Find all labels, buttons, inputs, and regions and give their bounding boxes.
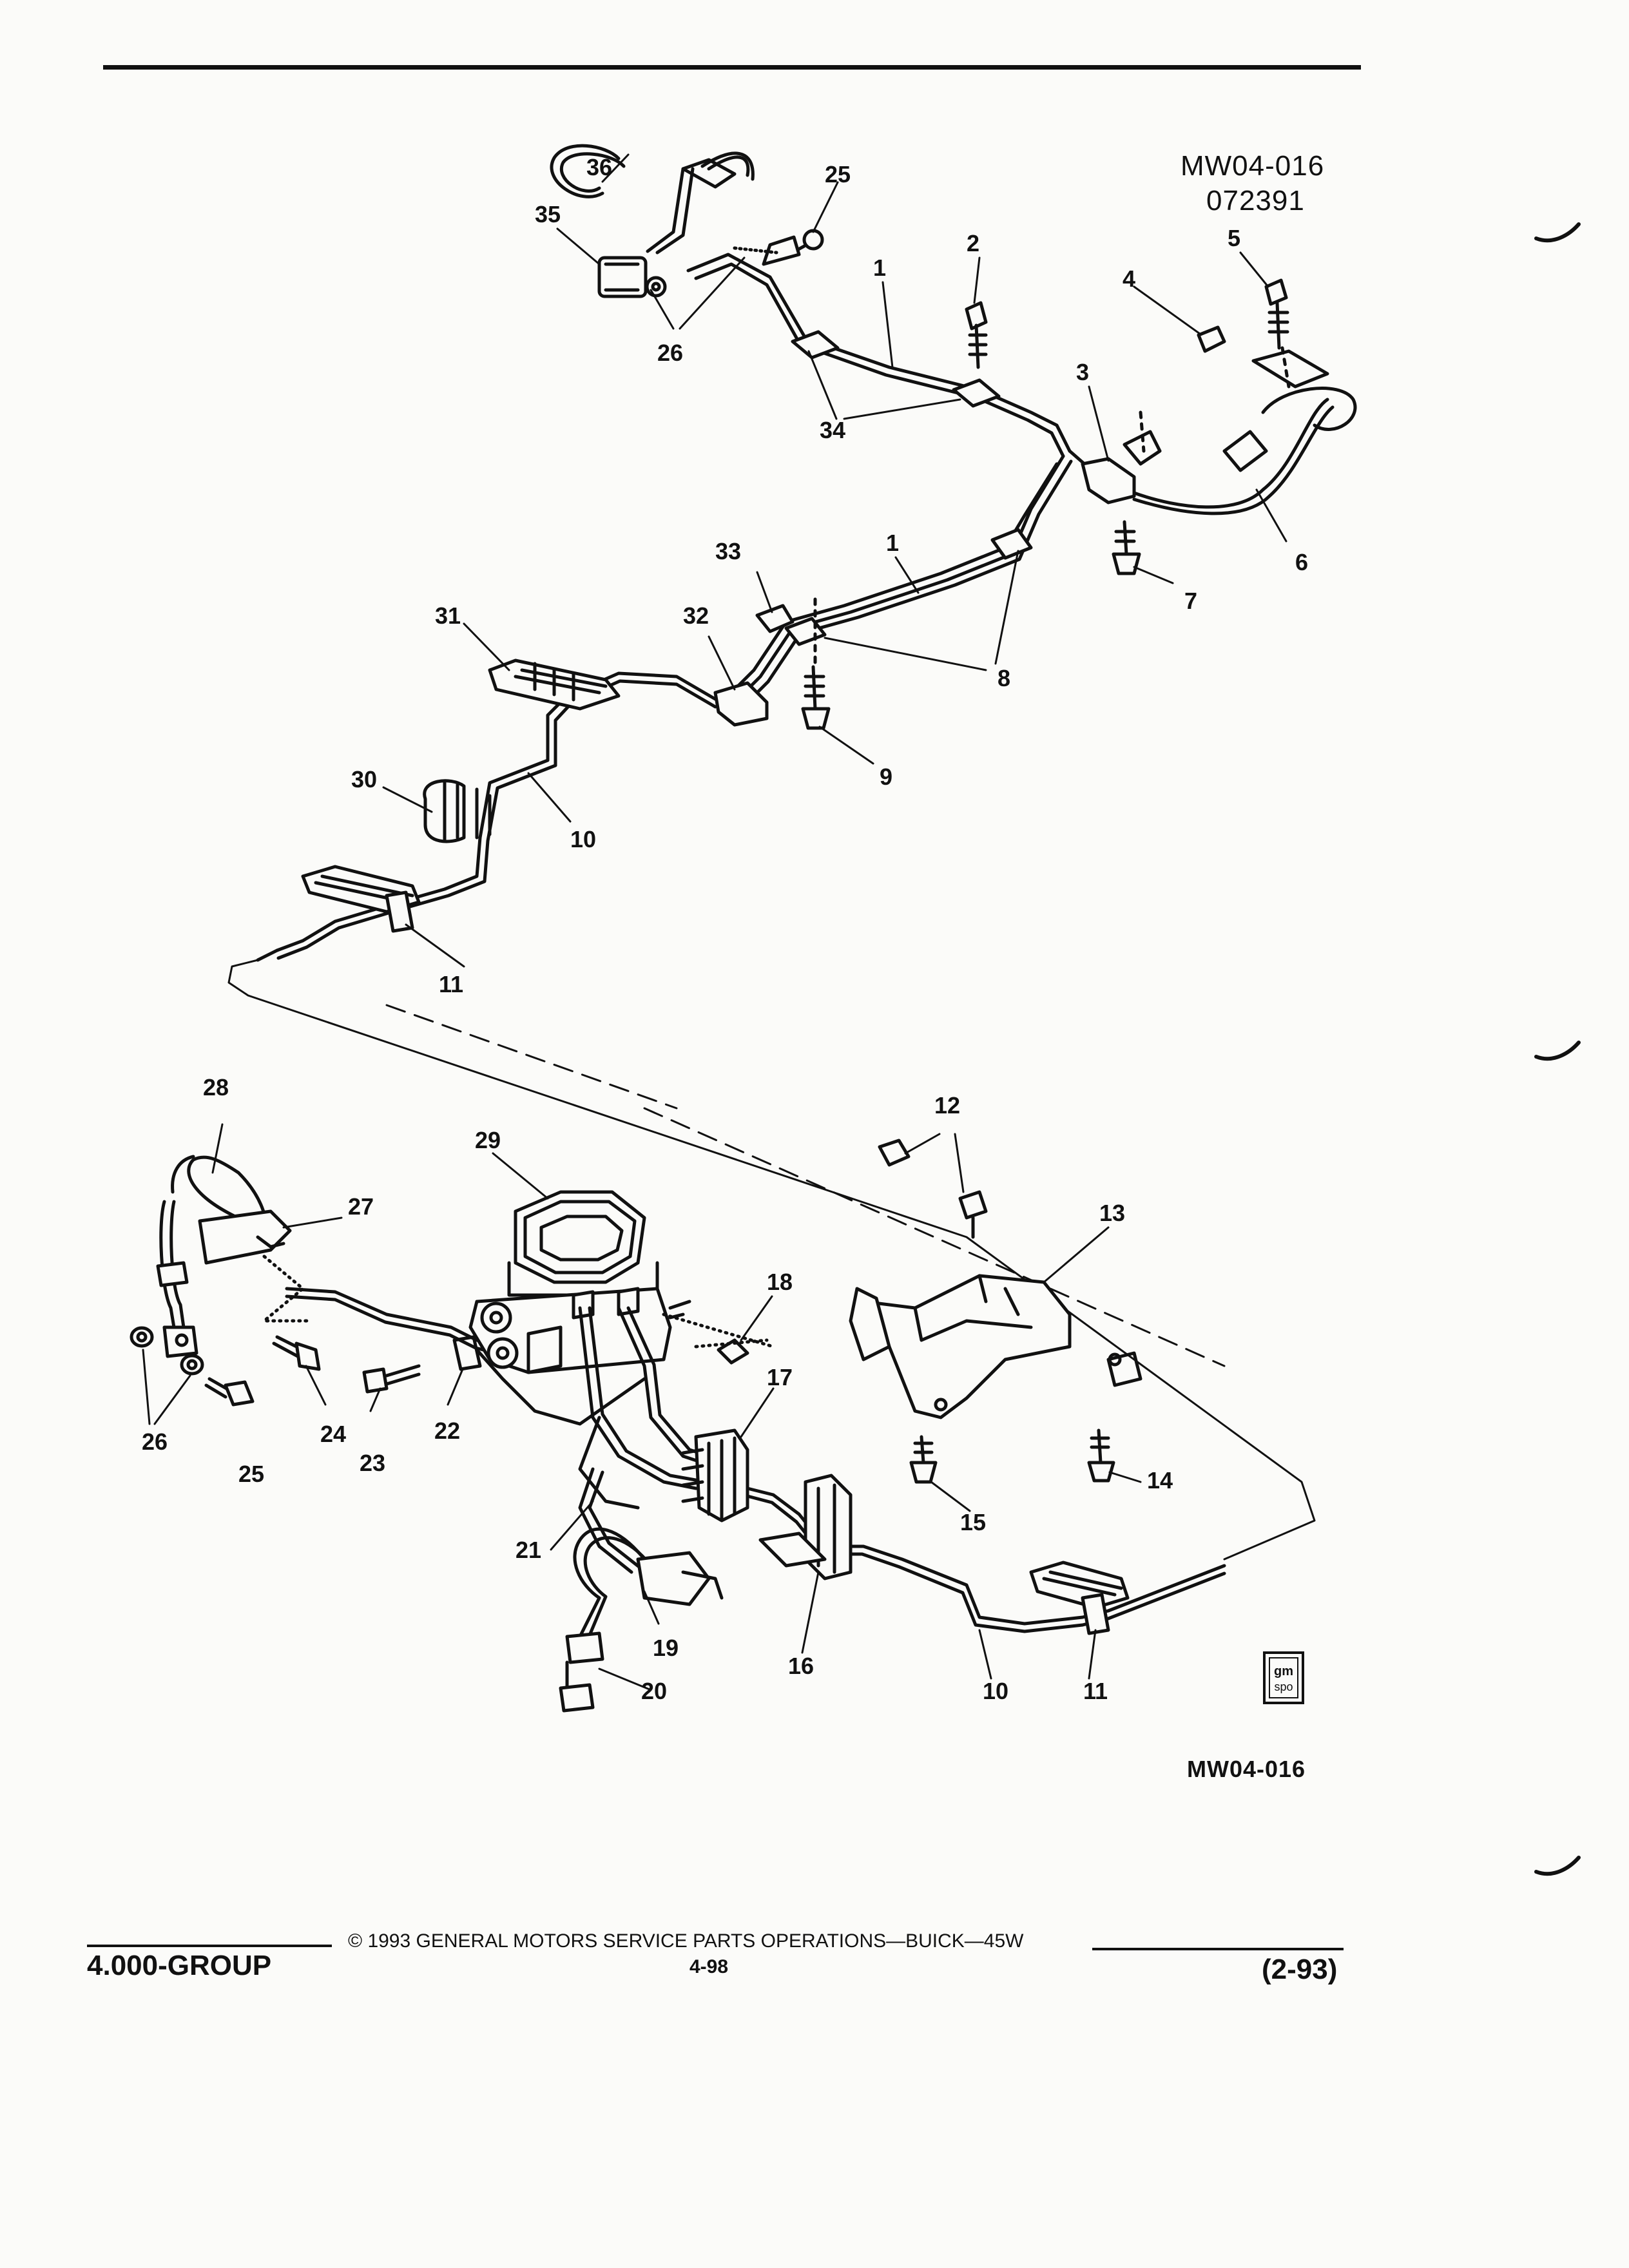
callout-5: 5 [1228, 225, 1240, 251]
callout-26: 26 [142, 1428, 168, 1455]
callout-22: 22 [434, 1418, 460, 1444]
callout-30: 30 [351, 766, 377, 793]
callout-31: 31 [435, 602, 461, 629]
lower-front-brake-lines [130, 1139, 1226, 1713]
footer-copyright: © 1993 GENERAL MOTORS SERVICE PARTS OPER… [348, 1930, 1024, 1952]
callout-20: 20 [641, 1678, 667, 1704]
callout-9: 9 [880, 764, 892, 790]
callout-17: 17 [767, 1364, 793, 1390]
figure-code-bottom: MW04-016 [1187, 1756, 1306, 1782]
callout-21: 21 [516, 1537, 541, 1563]
footer-rule-left [87, 1945, 332, 1947]
callout-15: 15 [960, 1509, 986, 1535]
gm-logo-text-top: gm [1274, 1664, 1293, 1678]
callout-33: 33 [715, 538, 741, 564]
callout-19: 19 [653, 1635, 679, 1661]
callout-27: 27 [348, 1193, 374, 1220]
gm-spo-logo: gm spo [1263, 1651, 1304, 1704]
callout-32: 32 [683, 602, 709, 629]
footer-revision: (2-93) [1262, 1954, 1338, 1985]
callout-1: 1 [886, 530, 899, 556]
callout-2: 2 [967, 230, 979, 256]
callout-1: 1 [873, 255, 886, 281]
callout-11: 11 [1083, 1678, 1108, 1704]
margin-binding-marks [1534, 222, 1581, 1876]
gm-logo-text-bottom: spo [1274, 1680, 1293, 1693]
callout-23: 23 [360, 1450, 385, 1476]
callout-34: 34 [820, 417, 845, 443]
callout-35: 35 [535, 201, 561, 227]
footer-page-number: 4-98 [689, 1956, 729, 1977]
top-rule [103, 65, 1361, 70]
connecting-guide-lines [227, 959, 1316, 1561]
callout-10: 10 [570, 826, 596, 852]
figure-code-top: MW04-016 [1181, 150, 1325, 182]
callout-29: 29 [475, 1127, 501, 1153]
callout-25: 25 [825, 161, 851, 187]
callout-28: 28 [203, 1074, 229, 1100]
footer-rule-right [1092, 1948, 1344, 1950]
callout-25: 25 [238, 1461, 264, 1487]
callout-4: 4 [1123, 265, 1135, 292]
callout-16: 16 [788, 1653, 814, 1679]
callout-leaders [142, 153, 1287, 1691]
callout-8: 8 [998, 665, 1010, 691]
callout-3: 3 [1076, 359, 1089, 385]
callout-26: 26 [657, 340, 683, 366]
callout-14: 14 [1147, 1467, 1173, 1494]
callout-24: 24 [320, 1421, 346, 1447]
callout-13: 13 [1099, 1200, 1125, 1226]
callout-6: 6 [1295, 549, 1308, 575]
callout-10: 10 [983, 1678, 1008, 1704]
callout-12: 12 [934, 1092, 960, 1119]
callout-36: 36 [586, 154, 612, 180]
figure-date-code: 072391 [1206, 185, 1305, 216]
callout-7: 7 [1184, 588, 1197, 614]
footer-group: 4.000-GROUP [87, 1950, 272, 1981]
callout-11: 11 [439, 971, 463, 997]
upper-rear-brake-lines [256, 144, 1357, 962]
callout-18: 18 [767, 1269, 793, 1295]
